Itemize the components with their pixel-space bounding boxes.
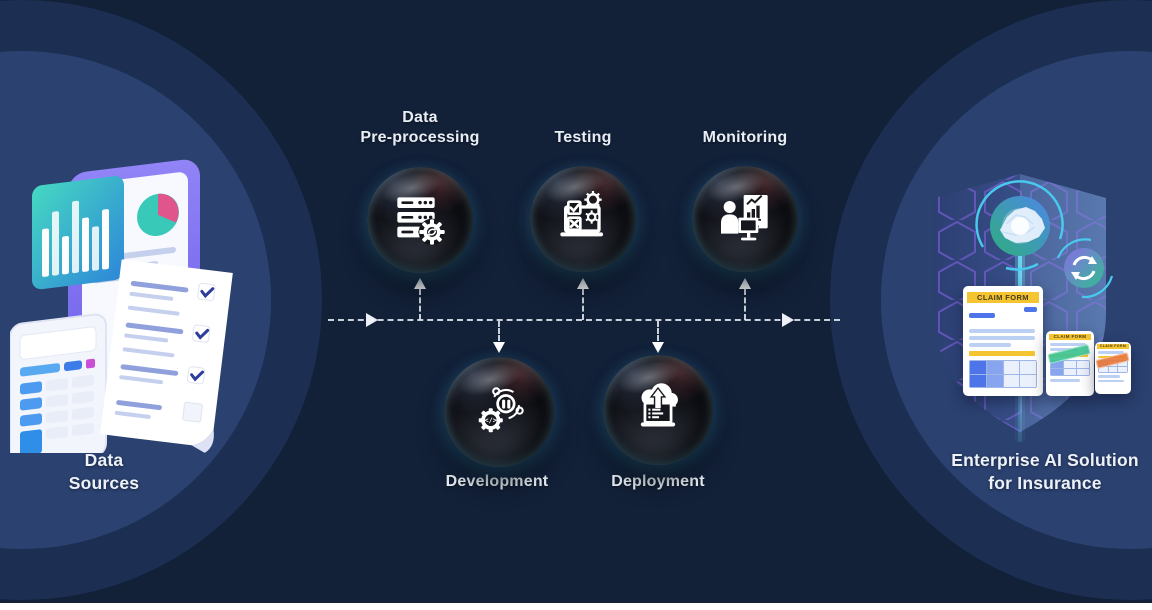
label-data-preprocessing-line2: Pre-processing bbox=[360, 129, 480, 146]
claim-form-large: CLAIM FORM bbox=[963, 286, 1043, 396]
data-sources-illustration bbox=[10, 159, 233, 453]
label-deployment: Deployment bbox=[611, 473, 705, 490]
claim-form-small-title: CLAIM FORM bbox=[1097, 344, 1129, 349]
flow-line bbox=[328, 319, 840, 321]
sphere-deployment bbox=[603, 355, 713, 465]
claim-form-large-fields bbox=[969, 307, 1037, 325]
claim-form-medium: CLAIM FORM bbox=[1046, 331, 1094, 396]
sphere-development: </> bbox=[444, 357, 554, 467]
claim-form-table bbox=[969, 360, 1037, 388]
connector-development bbox=[498, 321, 500, 341]
sphere-monitoring bbox=[692, 166, 798, 272]
connector-testing bbox=[582, 289, 584, 320]
label-monitoring: Monitoring bbox=[702, 129, 788, 146]
checklist-scroll-icon bbox=[100, 259, 233, 453]
label-data-preprocessing-line1: Data bbox=[402, 109, 438, 126]
analyst-monitor-chart-icon bbox=[721, 194, 768, 241]
label-development: Development bbox=[445, 473, 549, 490]
gear-small bbox=[585, 210, 599, 224]
connector-deployment-arrow bbox=[652, 342, 664, 353]
flow-arrowhead-start bbox=[366, 313, 378, 327]
sphere-testing bbox=[530, 166, 636, 272]
orbit-arcs bbox=[492, 387, 524, 420]
connector-testing-arrow bbox=[577, 278, 589, 289]
left-caption: Data Sources bbox=[68, 450, 140, 493]
sync-arrows-icon bbox=[1056, 238, 1114, 299]
svg-text:</>: </> bbox=[485, 417, 497, 425]
connector-monitoring bbox=[744, 289, 746, 320]
bottom-border bbox=[0, 603, 1152, 610]
bar-chart-card-icon bbox=[32, 176, 124, 290]
gear-large bbox=[584, 191, 602, 209]
connector-deployment bbox=[657, 321, 659, 341]
label-testing: Testing bbox=[554, 129, 612, 146]
cloud-upload-laptop-icon bbox=[640, 383, 678, 427]
connector-monitoring-arrow bbox=[739, 278, 751, 289]
claim-form-medium-title: CLAIM FORM bbox=[1049, 334, 1091, 340]
checkmark-boxes bbox=[182, 282, 216, 423]
connector-preprocessing-arrow bbox=[414, 278, 426, 289]
server-gear-icon bbox=[397, 197, 446, 246]
ai-brain-icon bbox=[975, 180, 1064, 271]
pie-chart-icon bbox=[137, 193, 179, 236]
calculator-icon bbox=[10, 313, 107, 453]
right-caption: Enterprise AI Solution for Insurance bbox=[951, 450, 1139, 493]
checklist-gears-icon bbox=[560, 191, 603, 237]
claim-form-small: CLAIM FORM bbox=[1095, 342, 1131, 394]
sphere-data-preprocessing bbox=[367, 167, 473, 273]
code-gear-orbit-icon: </> bbox=[478, 387, 524, 433]
claim-form-large-title: CLAIM FORM bbox=[967, 292, 1039, 303]
connector-development-arrow bbox=[493, 342, 505, 353]
label-data-preprocessing: Data Pre-processing bbox=[345, 102, 495, 148]
flow-arrowhead-end bbox=[782, 313, 794, 327]
connector-preprocessing bbox=[419, 289, 421, 320]
